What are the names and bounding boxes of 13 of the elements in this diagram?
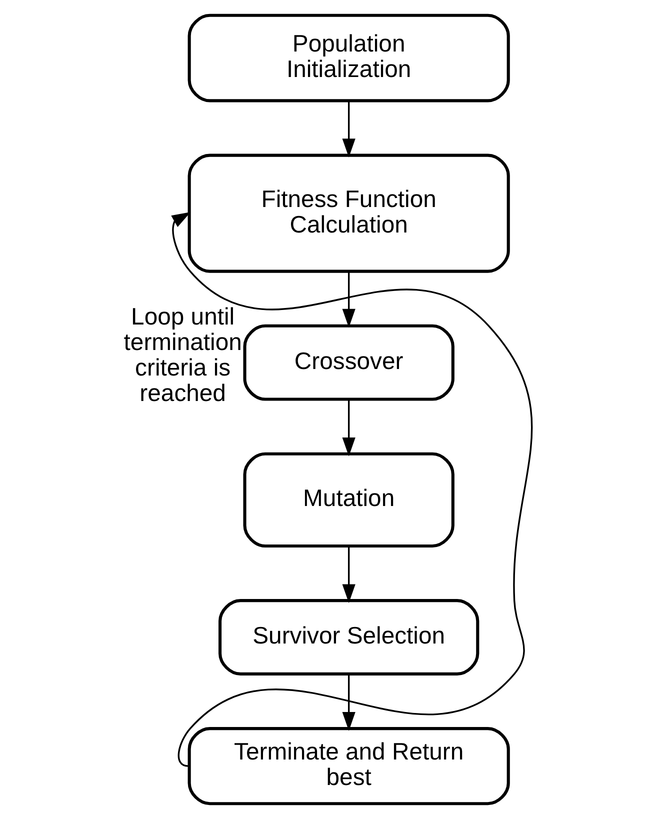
node-box: Crossover xyxy=(242,324,454,401)
arrow xyxy=(342,399,355,456)
node-box: Survivor Selection xyxy=(218,599,479,676)
arrow xyxy=(342,674,355,731)
node-box: Mutation xyxy=(242,452,454,548)
arrow xyxy=(170,212,532,767)
arrow xyxy=(342,101,355,158)
edge-label: Loop until termination criteria is reached xyxy=(123,303,242,408)
node-box: Terminate and Return best xyxy=(187,727,510,806)
arrow xyxy=(342,546,355,604)
node-box: Population Initialization xyxy=(187,14,510,102)
node-box: Fitness Function Calculation xyxy=(187,154,510,273)
arrow xyxy=(342,272,355,328)
